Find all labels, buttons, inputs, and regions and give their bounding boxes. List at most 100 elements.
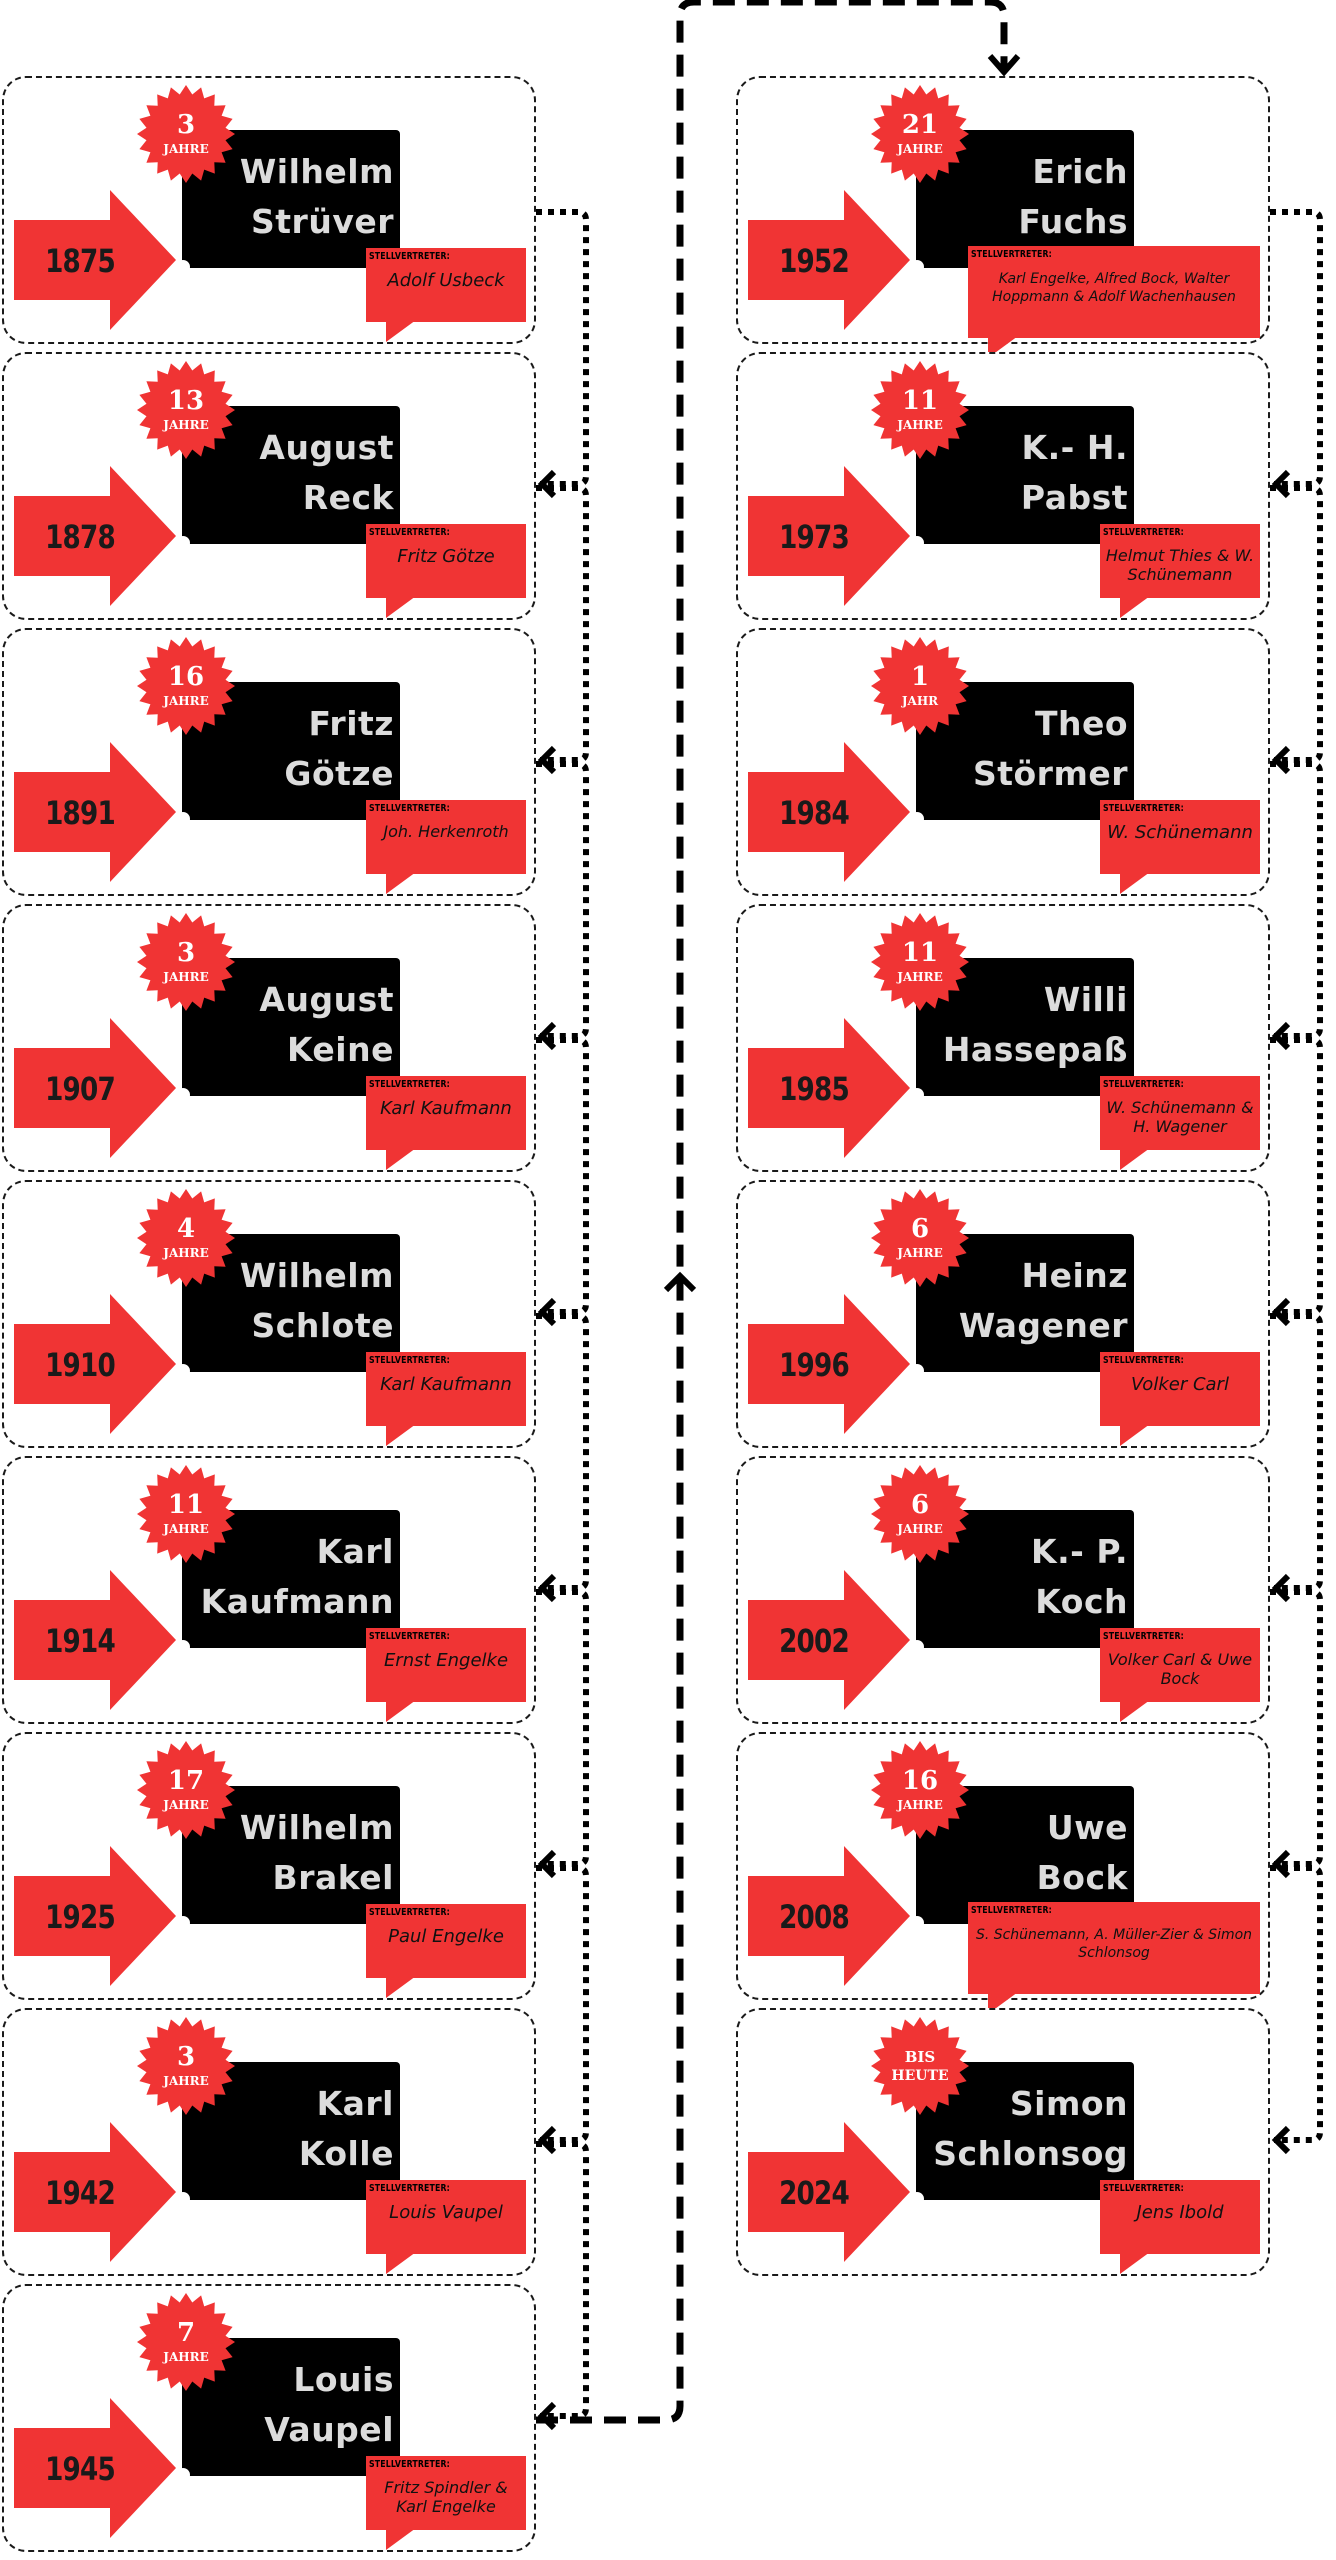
name-first-line: Erich bbox=[1032, 152, 1128, 191]
arrowhead-icon bbox=[537, 1021, 557, 1051]
deputy-label: STELLVERTRETER: bbox=[1103, 2183, 1184, 2194]
deputy-bubble: STELLVERTRETER:W. Schünemann & H. Wagene… bbox=[1100, 1076, 1260, 1170]
dotted-connector bbox=[536, 1037, 589, 1327]
year-label: 1878 bbox=[45, 518, 116, 556]
deputy-bubble: STELLVERTRETER:Jens Ibold bbox=[1100, 2180, 1260, 2274]
year-label: 2008 bbox=[779, 1898, 850, 1936]
speech-tail-icon bbox=[386, 1700, 416, 1722]
name-first-line: Uwe bbox=[1046, 1808, 1128, 1847]
duration-value: 6 bbox=[910, 1214, 930, 1244]
duration-value: 11 bbox=[901, 386, 939, 416]
starburst-icon bbox=[137, 637, 235, 735]
year-label: 1942 bbox=[45, 2174, 116, 2212]
deputy-name: Karl Kaufmann bbox=[380, 1098, 512, 1119]
dotted-connector bbox=[1270, 209, 1323, 499]
year-arrow: 1914 bbox=[14, 1570, 176, 1710]
speech-tail-icon bbox=[1120, 872, 1150, 894]
starburst-icon bbox=[871, 1465, 969, 1563]
year-label: 1996 bbox=[779, 1346, 850, 1384]
arrow-shape-icon bbox=[14, 1294, 176, 1434]
name-first-line: Wilhelm bbox=[239, 1808, 394, 1847]
year-arrow: 1945 bbox=[14, 2398, 176, 2538]
deputy-name: Karl Engelke, Alfred Bock, Walter Hoppma… bbox=[992, 271, 1236, 305]
deputy-label: STELLVERTRETER: bbox=[369, 1907, 450, 1918]
duration-value: 1 bbox=[910, 662, 930, 692]
deputy-name: Paul Engelke bbox=[388, 1926, 504, 1947]
arrowhead-icon bbox=[1271, 1021, 1291, 1051]
year-arrow: 1907 bbox=[14, 1018, 176, 1158]
year-label: 2002 bbox=[779, 1622, 850, 1660]
deputy-bubble: STELLVERTRETER:Karl Kaufmann bbox=[366, 1076, 526, 1170]
arrowhead-down-icon bbox=[987, 54, 1021, 77]
deputy-label: STELLVERTRETER: bbox=[369, 1355, 450, 1366]
dotted-connector bbox=[1270, 1037, 1323, 1327]
year-label: 1875 bbox=[45, 242, 116, 280]
year-label: 2024 bbox=[779, 2174, 850, 2212]
speech-tail-icon bbox=[386, 1976, 416, 1998]
arrow-shape-icon bbox=[14, 1018, 176, 1158]
arrow-shape-icon bbox=[14, 742, 176, 882]
speech-tail-icon bbox=[386, 1424, 416, 1446]
name-first-line: Heinz bbox=[1021, 1256, 1128, 1295]
name-first-line: August bbox=[259, 428, 394, 467]
duration-value: 16 bbox=[901, 1766, 939, 1796]
duration-unit: JAHRE bbox=[163, 142, 209, 156]
speech-tail-icon bbox=[1120, 2252, 1150, 2274]
duration-unit: HEUTE bbox=[891, 2068, 949, 2084]
year-label: 1925 bbox=[45, 1898, 116, 1936]
deputy-bubble: STELLVERTRETER:S. Schünemann, A. Müller-… bbox=[968, 1902, 1260, 2014]
arrowhead-icon bbox=[537, 2401, 557, 2431]
arrow-shape-icon bbox=[14, 1846, 176, 1986]
deputy-bubble: STELLVERTRETER:Louis Vaupel bbox=[366, 2180, 526, 2274]
name-first-line: Simon bbox=[1009, 2084, 1128, 2123]
deputy-name: W. Schünemann & H. Wagener bbox=[1106, 1098, 1254, 1136]
deputy-bubble: STELLVERTRETER:Helmut Thies & W. Schünem… bbox=[1100, 524, 1260, 618]
year-arrow: 2024 bbox=[748, 2122, 910, 2262]
duration-unit: JAHRE bbox=[897, 970, 943, 984]
deputy-name: Karl Kaufmann bbox=[380, 1374, 512, 1395]
year-arrow: 1973 bbox=[748, 466, 910, 606]
year-label: 1973 bbox=[779, 518, 850, 556]
duration-unit: JAHRE bbox=[163, 2350, 209, 2364]
arrowhead-icon bbox=[1271, 469, 1291, 499]
duration-unit: JAHRE bbox=[163, 1246, 209, 1260]
name-second-line: Störmer bbox=[972, 754, 1128, 793]
deputy-bubble: STELLVERTRETER:Joh. Herkenroth bbox=[366, 800, 526, 894]
deputy-bubble: STELLVERTRETER: Karl Kaufmann bbox=[366, 1352, 526, 1446]
duration-value: 16 bbox=[167, 662, 205, 692]
deputy-label: STELLVERTRETER: bbox=[1103, 1631, 1184, 1642]
arrow-shape-icon bbox=[14, 2122, 176, 2262]
deputy-label: STELLVERTRETER: bbox=[971, 249, 1052, 260]
deputy-name: Fritz Götze bbox=[397, 546, 495, 567]
name-second-line: Brakel bbox=[272, 1858, 394, 1897]
year-label: 1984 bbox=[779, 794, 850, 832]
arrowhead-icon bbox=[537, 1849, 557, 1879]
duration-value: 21 bbox=[901, 110, 939, 140]
arrow-shape-icon bbox=[14, 466, 176, 606]
year-label: 1910 bbox=[45, 1346, 116, 1384]
starburst-icon bbox=[871, 85, 969, 183]
starburst-icon bbox=[871, 361, 969, 459]
arrow-shape-icon bbox=[748, 1570, 910, 1710]
deputy-name: Joh. Herkenroth bbox=[383, 822, 509, 841]
year-arrow: 1942 bbox=[14, 2122, 176, 2262]
deputy-label: STELLVERTRETER: bbox=[369, 1631, 450, 1642]
deputy-name: W. Schünemann bbox=[1107, 822, 1253, 843]
year-arrow: 1985 bbox=[748, 1018, 910, 1158]
deputy-bubble: STELLVERTRETER:Adolf Usbeck bbox=[366, 248, 526, 342]
arrowhead-icon bbox=[537, 1573, 557, 1603]
dotted-connector bbox=[1270, 1313, 1323, 1603]
